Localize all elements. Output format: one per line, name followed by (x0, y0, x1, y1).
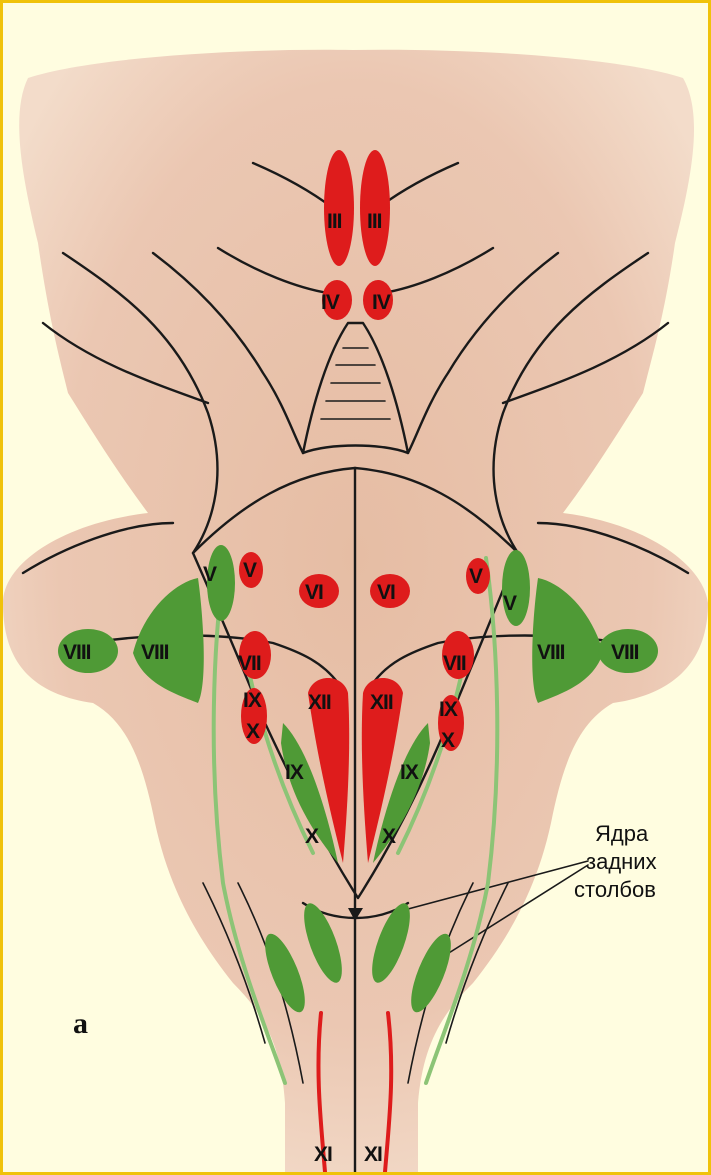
label-XII-right: XII (370, 691, 393, 714)
label-X-lower-left: X (305, 825, 319, 848)
annotation-line-1: Ядра (595, 821, 649, 846)
label-VIII-inner-right: VIII (537, 641, 565, 664)
annotation-line-3: столбов (574, 877, 656, 902)
label-IV-right: IV (372, 291, 391, 314)
label-VIII-inner-left: VIII (141, 641, 169, 664)
label-X-lower-right: X (382, 825, 396, 848)
label-IX-upper-left: IX (243, 689, 262, 712)
label-IV-left: IV (321, 291, 340, 314)
label-III-left: III (327, 210, 342, 233)
label-VI-left: VI (305, 581, 323, 604)
label-III-right: III (367, 210, 382, 233)
label-V-motor-left: V (243, 559, 257, 582)
label-VIII-outer-left: VIII (63, 641, 91, 664)
label-VII-right: VII (443, 652, 466, 675)
label-IX-upper-right: IX (439, 698, 458, 721)
label-IX-lower-left: IX (285, 761, 304, 784)
nucleus-III-left (324, 150, 354, 266)
label-X-upper-right: X (441, 729, 455, 752)
label-XI-left: XI (314, 1143, 332, 1166)
nucleus-III-right (360, 150, 390, 266)
label-V-motor-right: V (469, 565, 483, 588)
label-X-upper-left: X (246, 720, 260, 743)
label-V-sensory-left: V (203, 563, 217, 586)
label-IX-lower-right: IX (400, 761, 419, 784)
label-V-sensory-right: V (503, 592, 517, 615)
label-VII-left: VII (238, 652, 261, 675)
label-XII-left: XII (308, 691, 331, 714)
panel-letter: a (73, 1007, 88, 1040)
annotation-line-2: задних (586, 849, 657, 874)
label-VI-right: VI (377, 581, 395, 604)
label-VIII-outer-right: VIII (611, 641, 639, 664)
label-XI-right: XI (364, 1143, 382, 1166)
brainstem-diagram: III III IV IV V V V V VI VI VIII VIII VI… (3, 3, 708, 1172)
